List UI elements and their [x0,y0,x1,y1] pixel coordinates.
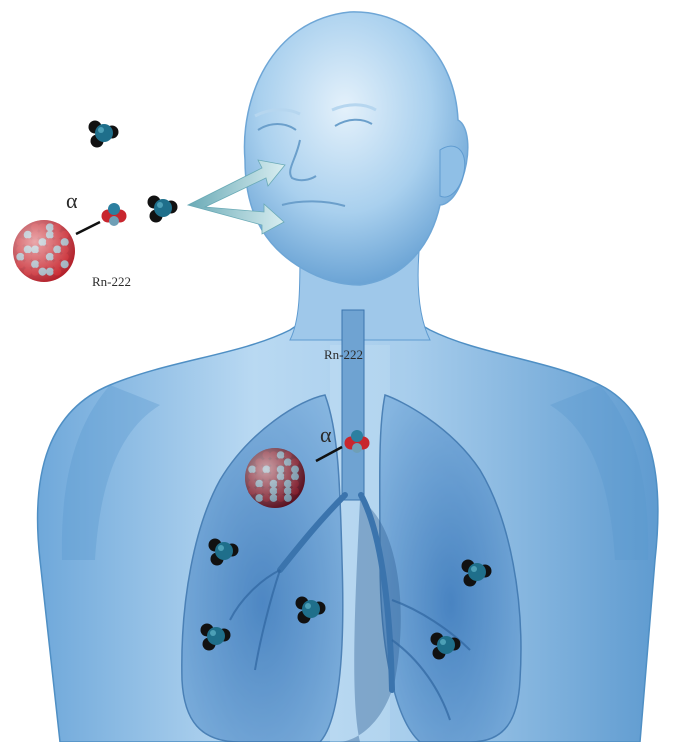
ear [440,146,465,197]
alpha-label-lung: α [320,422,332,447]
head [244,12,467,285]
radon-nucleus-icon [245,448,305,508]
alpha-particle-icon [102,203,127,226]
decay-product-icon [89,121,119,148]
trachea [342,310,364,500]
rn-label-outside: Rn-222 [92,274,131,289]
radon-nucleus-icon [13,220,75,282]
decay-product-icon [148,196,178,223]
alpha-label-outside: α [66,188,78,213]
rn-label-trachea: Rn-222 [324,347,363,362]
alpha-connector-outside [76,222,100,234]
